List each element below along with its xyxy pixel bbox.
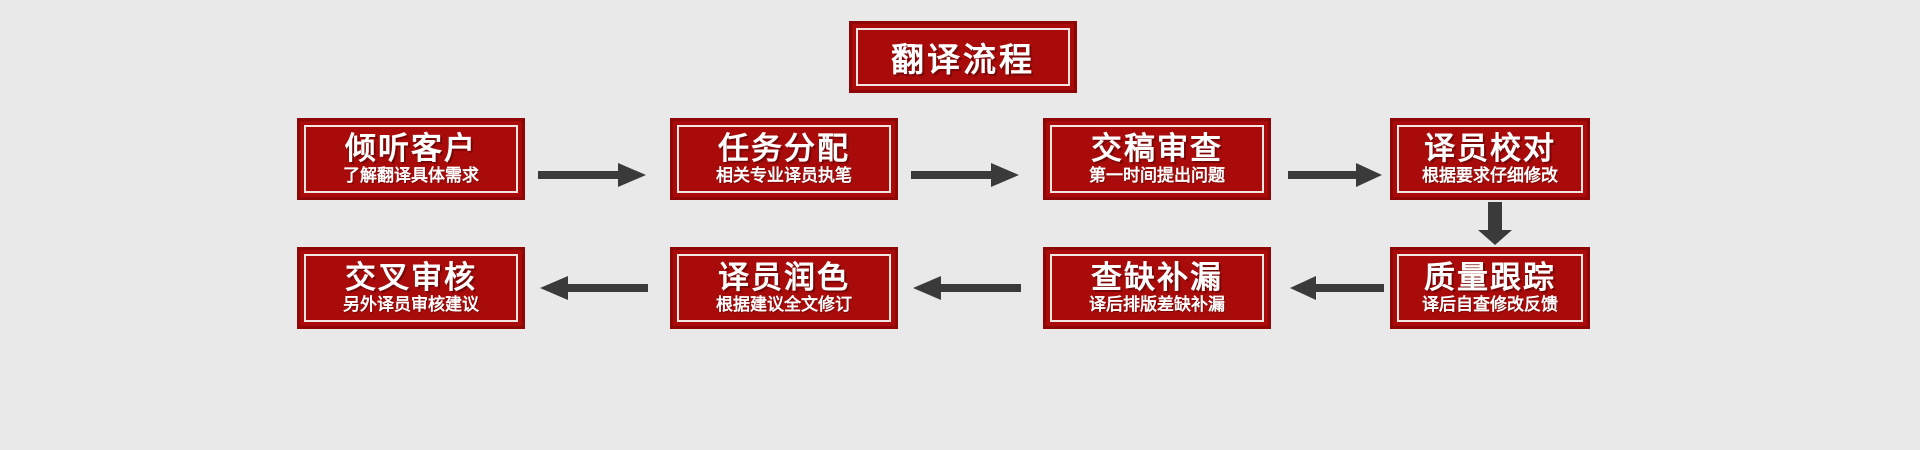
flow-step-inner-frame-6: 查缺补漏 译后排版差缺补漏 — [1050, 254, 1264, 322]
flow-step-title-2: 任务分配 — [718, 130, 850, 166]
flow-step-title-3: 交稿审查 — [1091, 130, 1223, 166]
flow-step-box-8[interactable]: 交叉审核 另外译员审核建议 — [297, 247, 525, 329]
flow-step-title-5: 质量跟踪 — [1424, 259, 1556, 295]
flow-step-box-6[interactable]: 查缺补漏 译后排版差缺补漏 — [1043, 247, 1271, 329]
flow-step-box-7[interactable]: 译员润色 根据建议全文修订 — [670, 247, 898, 329]
flow-step-inner-frame-4: 译员校对 根据要求仔细修改 — [1397, 125, 1583, 193]
arrow-left-icon-2 — [911, 273, 1021, 303]
flow-step-inner-frame-7: 译员润色 根据建议全文修订 — [677, 254, 891, 322]
flow-step-box-2[interactable]: 任务分配 相关专业译员执笔 — [670, 118, 898, 200]
flow-step-title-8: 交叉审核 — [345, 259, 477, 295]
flow-step-title-1: 倾听客户 — [345, 130, 477, 166]
arrow-right-icon-3 — [1288, 160, 1384, 190]
flow-step-inner-frame-1: 倾听客户 了解翻译具体需求 — [304, 125, 518, 193]
flow-step-subtitle-2: 相关专业译员执笔 — [716, 166, 852, 186]
flow-step-subtitle-4: 根据要求仔细修改 — [1422, 166, 1558, 186]
flow-step-box-4[interactable]: 译员校对 根据要求仔细修改 — [1390, 118, 1590, 200]
flow-step-subtitle-5: 译后自查修改反馈 — [1422, 295, 1558, 315]
arrow-right-icon-2 — [911, 160, 1021, 190]
flow-step-subtitle-1: 了解翻译具体需求 — [343, 166, 479, 186]
arrow-left-icon-3 — [1288, 273, 1384, 303]
arrow-right-icon-1 — [538, 160, 648, 190]
flow-step-inner-frame-3: 交稿审查 第一时间提出问题 — [1050, 125, 1264, 193]
flow-step-inner-frame-8: 交叉审核 另外译员审核建议 — [304, 254, 518, 322]
flow-step-box-5[interactable]: 质量跟踪 译后自查修改反馈 — [1390, 247, 1590, 329]
flow-step-subtitle-8: 另外译员审核建议 — [343, 295, 479, 315]
flow-step-subtitle-3: 第一时间提出问题 — [1089, 166, 1225, 186]
flow-step-title-4: 译员校对 — [1424, 130, 1556, 166]
diagram-title-text: 翻译流程 — [891, 41, 1035, 78]
arrow-left-icon-1 — [538, 273, 648, 303]
flow-step-inner-frame-5: 质量跟踪 译后自查修改反馈 — [1397, 254, 1583, 322]
flow-step-box-1[interactable]: 倾听客户 了解翻译具体需求 — [297, 118, 525, 200]
flow-step-box-3[interactable]: 交稿审查 第一时间提出问题 — [1043, 118, 1271, 200]
flow-step-inner-frame-2: 任务分配 相关专业译员执笔 — [677, 125, 891, 193]
flow-step-subtitle-7: 根据建议全文修订 — [716, 295, 852, 315]
flow-step-title-6: 查缺补漏 — [1091, 259, 1223, 295]
diagram-title-inner-frame: 翻译流程 — [856, 28, 1070, 86]
flow-step-subtitle-6: 译后排版差缺补漏 — [1089, 295, 1225, 315]
flow-step-title-7: 译员润色 — [718, 259, 850, 295]
arrow-down-icon-1 — [1475, 202, 1515, 246]
diagram-title-box: 翻译流程 — [849, 21, 1077, 93]
